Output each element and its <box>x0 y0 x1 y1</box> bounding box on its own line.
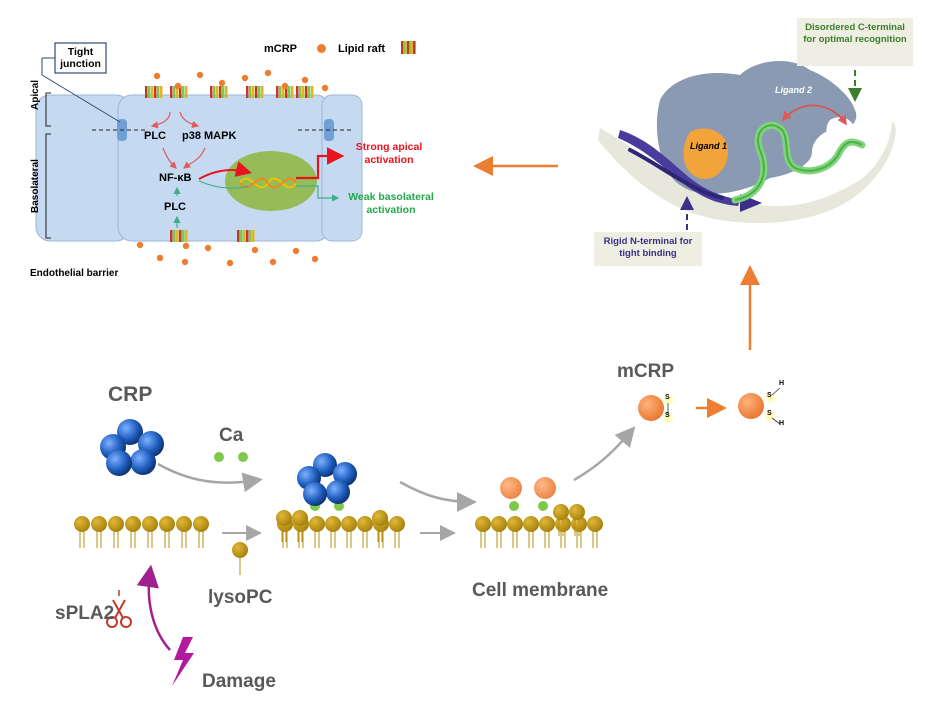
plc-bottom-label: PLC <box>164 201 186 213</box>
arrow-dissociation <box>399 480 477 512</box>
hydrogen-label: H <box>779 380 785 387</box>
mcrp-label: mCRP <box>617 361 675 382</box>
legend-lipid-raft: Lipid raft <box>338 43 386 55</box>
crp-label: CRP <box>108 383 153 406</box>
mcrp-dot <box>182 242 190 250</box>
mcrp-dot <box>196 71 204 79</box>
ca-ion <box>238 452 248 462</box>
basolateral-label: Basolateral <box>30 159 41 213</box>
arrow-to-mcrp <box>573 426 636 482</box>
arrow-raft-plc <box>150 111 171 129</box>
mcrp-dot <box>301 76 309 84</box>
tight-junction-label: Tight junction <box>60 46 101 70</box>
tight-junction-box <box>54 42 107 74</box>
mcrp-dot <box>136 241 144 249</box>
crp-pentamer <box>100 419 164 476</box>
mcrp-oxidized <box>638 393 675 425</box>
lipid-raft <box>237 230 255 242</box>
mcrp-dot <box>174 82 182 90</box>
lipid-raft <box>170 86 188 98</box>
sulfur-label: S <box>665 394 670 401</box>
mcrp-dots <box>136 69 329 267</box>
arrow-damage <box>136 564 171 651</box>
mcrp-dot <box>264 69 272 77</box>
cell-membranes <box>74 504 603 548</box>
endothelial-barrier-label: Endothelial barrier <box>30 268 119 279</box>
sulfur-label: S <box>767 410 772 417</box>
c-terminal-label: Disordered C-terminal for optimal recogn… <box>797 18 913 66</box>
mcrp-dot <box>311 255 319 263</box>
hydrogen-label: H <box>779 420 785 427</box>
cell-left <box>35 94 131 242</box>
structure-shadow <box>598 120 896 224</box>
weak-basolateral-label: Weak basolateral activation <box>348 191 434 216</box>
mcrp-dot <box>251 246 259 254</box>
lysopc-head <box>232 542 248 558</box>
mcrp-reduced <box>738 387 781 425</box>
mcrp-dot <box>292 247 300 255</box>
mcrp-bound <box>500 477 556 511</box>
lipid-raft <box>145 86 163 98</box>
spla2-label: sPLA2 <box>55 603 115 624</box>
mcrp-dot <box>204 244 212 252</box>
n-terminal-ribbon <box>618 130 740 206</box>
mcrp-dot <box>156 254 164 262</box>
ligand-1-blob <box>683 128 728 179</box>
sulfur-label: S <box>665 412 670 419</box>
lipid-raft <box>170 230 188 242</box>
lipid-raft <box>296 86 314 98</box>
phospholipid-layer <box>276 510 388 542</box>
lysopc-label: lysoPC <box>208 587 273 608</box>
endothelial-panel <box>35 42 363 267</box>
basolateral-bracket <box>45 133 51 239</box>
sulfur-label: S <box>767 392 772 399</box>
legend-mcrp-dot <box>317 44 326 53</box>
n-terminal-label: Rigid N-terminal for tight binding <box>594 232 702 266</box>
phospholipid-layer <box>553 504 585 536</box>
arrow-weak-basolateral <box>296 185 340 202</box>
structure-panel <box>598 60 896 230</box>
phospholipid-layer <box>475 516 603 548</box>
mcrp-dot <box>321 84 329 92</box>
mcrp-dot <box>269 258 277 266</box>
mcrp-dot <box>241 74 249 82</box>
phospholipid-layer <box>74 516 209 548</box>
legend-raft-icon <box>401 41 416 54</box>
strong-apical-label: Strong apical activation <box>355 141 423 166</box>
scissors-icon <box>106 590 132 628</box>
arrow-p38-nfkb <box>183 147 206 169</box>
damage-label: Damage <box>202 671 276 692</box>
cell-right <box>321 94 363 242</box>
ligand1-label: Ligand 1 <box>690 141 728 151</box>
mcrp-dot <box>226 259 234 267</box>
lipid-raft <box>276 86 294 98</box>
lipid-raft <box>246 86 264 98</box>
apical-bracket <box>45 92 51 127</box>
pcrp-bound <box>297 453 357 511</box>
ca-label: Ca <box>219 425 244 446</box>
cell-membrane-label: Cell membrane <box>472 580 609 601</box>
arrow-crp-bind <box>157 462 263 493</box>
legend-mcrp: mCRP <box>264 43 298 55</box>
ligand2-label: Ligand 2 <box>775 85 813 95</box>
ca-ion <box>214 452 224 462</box>
nfkb-label: NF-κB <box>159 172 192 184</box>
lightning-icon <box>172 637 194 686</box>
p38-label: p38 MAPK <box>182 130 237 142</box>
mcrp-dot <box>281 82 289 90</box>
mcrp-dot <box>218 79 226 87</box>
mcrp-dot <box>153 72 161 80</box>
arrow-raft-p38 <box>179 111 200 129</box>
protein-surface <box>656 60 857 194</box>
apical-label: Apical <box>30 79 41 110</box>
arrow-plc-nfkb <box>162 147 177 169</box>
lipid-rafts <box>145 86 314 242</box>
plc-top-label: PLC <box>144 130 166 142</box>
lipid-raft <box>210 86 228 98</box>
arrow-strong-apical <box>296 147 345 180</box>
pathway-panel <box>74 387 781 686</box>
mcrp-dot <box>181 258 189 266</box>
arrow-nfkb-nucleus <box>198 161 252 180</box>
